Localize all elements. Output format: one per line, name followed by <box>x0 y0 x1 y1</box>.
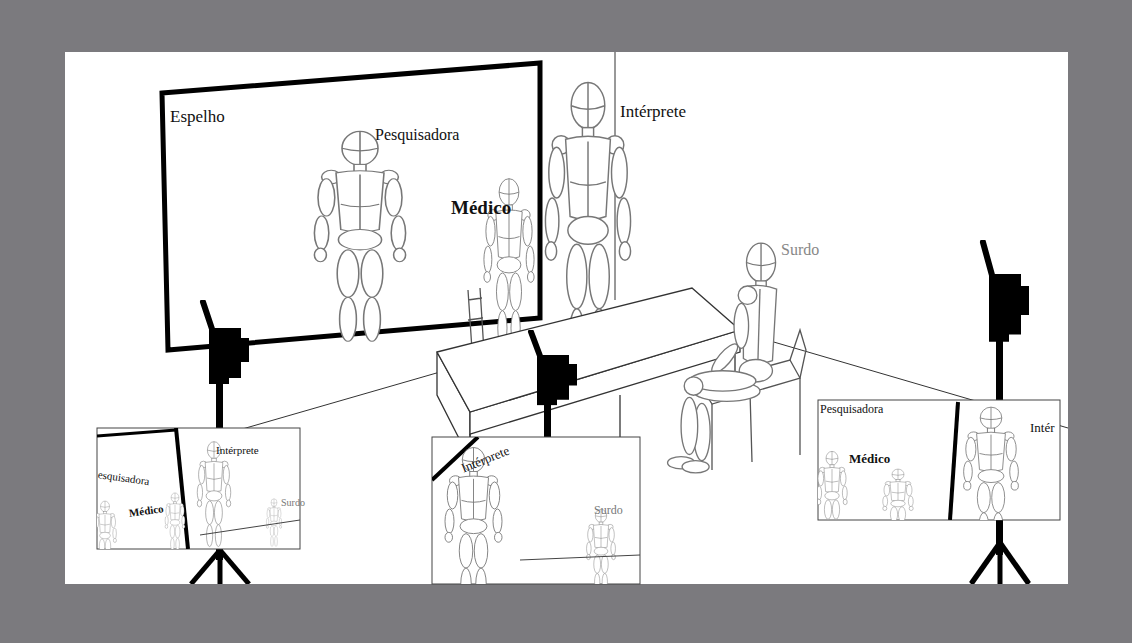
camera-preview <box>94 428 300 568</box>
camera-preview <box>817 400 1060 541</box>
preview-label: Surdo <box>281 497 305 508</box>
preview-label: Intérprete <box>216 444 259 456</box>
person-label: Intérprete <box>620 103 686 122</box>
preview-label: Intér <box>1030 421 1055 435</box>
person-label: Surdo <box>781 241 819 259</box>
mirror-label: Espelho <box>170 108 225 127</box>
preview-label: esquisadora <box>97 468 150 487</box>
preview-label: Médico <box>128 502 164 519</box>
preview-label: Intérprete <box>459 444 511 476</box>
person-label: Médico <box>451 198 511 219</box>
preview-label: Médico <box>849 452 890 466</box>
preview-label: Surdo <box>594 504 623 517</box>
camera-preview <box>432 437 640 600</box>
preview-label: Pesquisadora <box>820 403 883 416</box>
deaf-figure <box>668 243 777 473</box>
person-label: Pesquisadora <box>375 126 459 144</box>
researcher-figure <box>314 131 405 341</box>
